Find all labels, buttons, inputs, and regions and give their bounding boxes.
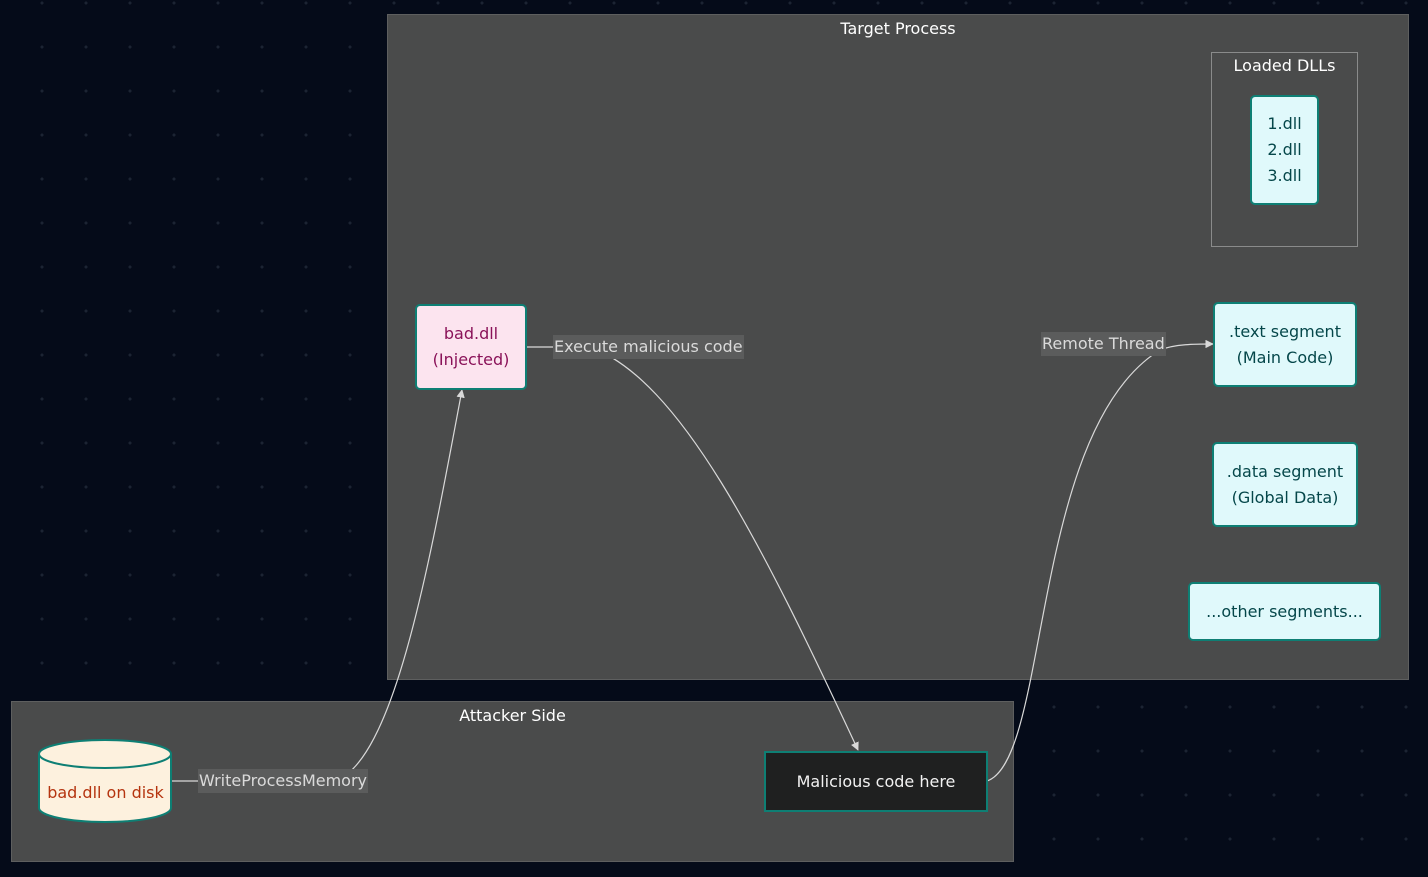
malicious-code-text: Malicious code here xyxy=(796,771,956,791)
attacker-side-title: Attacker Side xyxy=(459,706,566,725)
disk-cylinder[interactable] xyxy=(38,739,172,823)
bad-dll-name: bad.dll xyxy=(443,324,499,343)
disk-label: bad.dll on disk xyxy=(47,783,164,802)
dll-1-text: 1.dll xyxy=(1267,114,1302,133)
loaded-dlls-title: Loaded DLLs xyxy=(1233,56,1336,75)
malicious-code-node[interactable]: Malicious code here xyxy=(764,751,988,812)
text-segment-subtitle: (Main Code) xyxy=(1236,347,1334,367)
target-process-title: Target Process xyxy=(840,19,956,38)
edge-label-remote-thread: Remote Thread xyxy=(1041,332,1166,356)
loaded-dlls-cluster: Loaded DLLs xyxy=(1211,52,1358,247)
data-segment-title: .data segment xyxy=(1226,461,1344,481)
edge-remote-thread xyxy=(986,339,1214,782)
edge-execute-malicious-code xyxy=(527,346,859,751)
edge-label-write-process-memory: WriteProcessMemory xyxy=(198,769,369,793)
dll-2-text: 2.dll xyxy=(1267,140,1302,159)
edge-write-process-memory xyxy=(172,389,465,782)
edge-label-execute-malicious-code: Execute malicious code xyxy=(553,335,744,359)
other-segments-text: ...other segments... xyxy=(1206,601,1363,621)
bad-dll-status: (Injected) xyxy=(432,350,510,369)
dll-list-node[interactable]: 1.dll 2.dll 3.dll xyxy=(1250,95,1319,205)
dll-3-text: 3.dll xyxy=(1267,166,1302,185)
text-segment-node[interactable]: .text segment (Main Code) xyxy=(1213,302,1357,387)
bad-dll-injected-node[interactable]: bad.dll (Injected) xyxy=(415,304,527,390)
text-segment-title: .text segment xyxy=(1229,321,1341,341)
data-segment-node[interactable]: .data segment (Global Data) xyxy=(1212,442,1358,527)
data-segment-subtitle: (Global Data) xyxy=(1231,487,1339,507)
other-segments-node[interactable]: ...other segments... xyxy=(1188,582,1381,641)
